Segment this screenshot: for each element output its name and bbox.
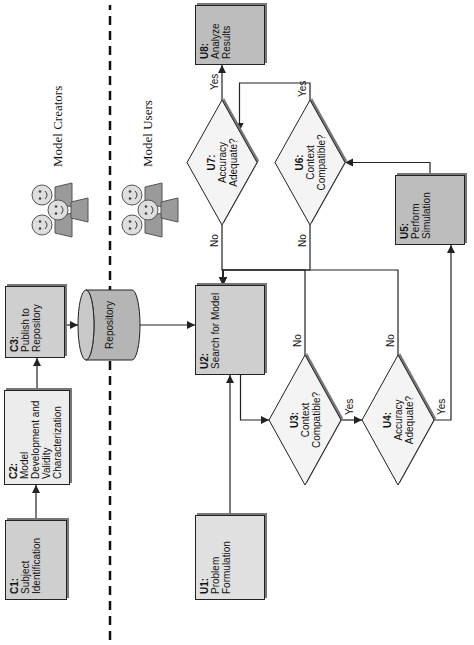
branch-label: No [385, 334, 396, 347]
branch-label: No [292, 334, 303, 347]
creators-icon [32, 183, 88, 237]
step-id: C2: [8, 463, 19, 479]
step-id: C1: [9, 578, 20, 594]
step-id: U8: [199, 43, 210, 59]
decision-diamond: U6:Context Compatible? [275, 100, 345, 225]
branch-label: No [209, 234, 220, 247]
flow-arrow [345, 163, 430, 176]
process-box: U8:Analyze Results [195, 5, 265, 65]
node-text: U6:Context Compatible? [294, 123, 327, 203]
group-label: Model Users [140, 100, 155, 167]
group-label: Model Creators [50, 86, 65, 167]
node-text: U4:Accuracy Adequate? [382, 380, 415, 460]
branch-label: Yes [297, 81, 308, 97]
node-text: Repository [104, 301, 115, 349]
step-text: Repository [104, 301, 115, 349]
flow-arrow [221, 65, 222, 100]
step-text: Publish to Repository [20, 292, 42, 352]
step-id: C3: [9, 336, 20, 352]
flow-arrow [35, 485, 36, 520]
step-id: U2: [199, 353, 210, 369]
process-box: U2:Search for Model [195, 285, 265, 375]
step-text: Problem Formulation [210, 521, 232, 594]
flow-arrow [36, 358, 37, 390]
flow-arrow [223, 225, 310, 285]
decision-diamond: U3:Context Compatible? [269, 355, 341, 485]
flow-arrow [341, 419, 362, 420]
repository-cylinder: Repository [78, 290, 140, 360]
branch-label: No [297, 234, 308, 247]
node-text: U3:Context Compatible? [289, 380, 322, 460]
step-id: U1: [199, 578, 210, 594]
branch-label: Yes [344, 399, 355, 415]
users-icon [122, 183, 178, 237]
process-box: C3:Publish to Repository [5, 286, 65, 358]
step-id: U6: [294, 123, 305, 203]
decision-diamond: U4:Accuracy Adequate? [362, 355, 434, 485]
step-text: Perform Simulation [410, 181, 432, 239]
flow-arrow [241, 375, 270, 420]
step-text: Accuracy Adequate? [393, 380, 415, 460]
step-text: Search for Model [210, 293, 221, 369]
flow-arrow [434, 245, 451, 420]
branch-label: Yes [209, 74, 220, 90]
step-text: Context Compatible? [300, 380, 322, 460]
step-id: U4: [382, 380, 393, 460]
step-text: Accuracy Adequate? [217, 123, 239, 203]
step-text: Analyze Results [210, 11, 232, 59]
step-id: U5: [399, 223, 410, 239]
process-box: U1:Problem Formulation [195, 515, 265, 600]
node-text: U7:Accuracy Adequate? [206, 123, 239, 203]
step-text: Context Compatible? [305, 123, 327, 203]
flow-arrow [229, 375, 230, 515]
branch-label: Yes [436, 399, 447, 415]
decision-diamond: U7:Accuracy Adequate? [187, 100, 257, 225]
flow-arrow [222, 225, 223, 285]
step-id: U7: [206, 123, 217, 203]
process-box: C2:Model Development and Validity Charac… [4, 390, 70, 485]
connector-layer [36, 65, 451, 520]
process-box: U5:Perform Simulation [395, 175, 465, 245]
process-box: C1:Subject Identification [5, 520, 67, 600]
flow-arrow [140, 324, 195, 325]
flow-arrow [65, 324, 78, 325]
step-text: Subject Identification [20, 526, 42, 594]
step-id: U3: [289, 380, 300, 460]
step-text: Model Development and Validity Character… [19, 396, 63, 479]
